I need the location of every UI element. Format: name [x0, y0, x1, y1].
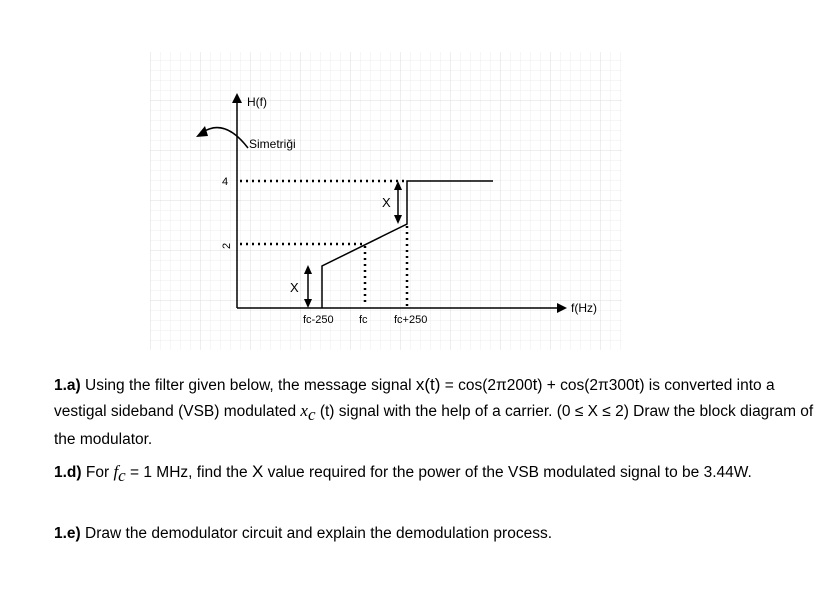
q1a-xc: x	[300, 401, 308, 420]
q1d-f: f	[113, 462, 119, 481]
x-marker-upper-arrow-bottom	[394, 215, 402, 224]
question-1e: 1.e) Draw the demodulator circuit and ex…	[54, 521, 814, 546]
x-marker-lower-arrow-top	[304, 265, 312, 274]
question-1d-id: 1.d)	[54, 464, 82, 481]
q1a-text-7: ) is converted into a vestigal sideband …	[54, 377, 775, 420]
x-tick-fc-250-plus: fc+250	[394, 314, 427, 326]
q1a-t-2: t	[634, 375, 640, 394]
q1d-text-4: = 1 MHz, find the	[125, 464, 252, 481]
x-axis-label: f(Hz)	[571, 301, 597, 315]
q1a-signal: x(t)	[415, 375, 441, 394]
symmetry-arrow-head	[196, 126, 208, 137]
grid-background	[150, 52, 622, 350]
q1a-text-5: ) + cos(2π300	[537, 377, 635, 394]
filter-response-curve	[321, 180, 493, 308]
question-1a-id: 1.a)	[54, 377, 81, 394]
q1a-text-10: (t) signal with the help of a carrier. (…	[54, 403, 814, 449]
question-1e-id: 1.e)	[54, 525, 81, 542]
y-axis-arrow	[232, 93, 242, 103]
q1d-text-1: For	[85, 464, 114, 481]
question-1d: 1.d) For fc = 1 MHz, find the X value re…	[54, 459, 814, 488]
q1a-t-1: t	[532, 375, 538, 394]
q1d-x: X	[251, 462, 264, 481]
x-axis-arrow	[557, 303, 567, 313]
x-marker-lower-arrow-bottom	[304, 299, 312, 308]
x-marker-lower-label: X	[290, 280, 299, 295]
q1a-xc-sub: c	[307, 405, 316, 425]
y-tick-4: 4	[222, 176, 228, 188]
q1d-f-sub: c	[118, 466, 126, 486]
x-marker-upper-arrow-top	[394, 181, 402, 190]
q1d-text-6: value required for the power of the VSB …	[263, 464, 752, 481]
q1a-text-3: = cos(2π200	[440, 377, 533, 394]
symmetry-label: Simetriği	[249, 137, 296, 151]
x-tick-fc: fc	[359, 314, 368, 326]
q1a-text-1: Using the filter given below, the messag…	[85, 377, 416, 394]
y-axis-label: H(f)	[247, 95, 267, 109]
x-marker-upper-label: X	[382, 195, 391, 210]
filter-response-figure: H(f) f(Hz) Simetriği 4 2 X X fc-250 fc f…	[150, 52, 622, 350]
question-1a: 1.a) Using the filter given below, the m…	[54, 372, 814, 452]
q1e-text-1: Draw the demodulator circuit and explain…	[85, 525, 553, 542]
x-tick-fc-250: fc-250	[303, 314, 334, 326]
symmetry-curve	[202, 126, 249, 149]
y-tick-2: 2	[221, 243, 233, 249]
